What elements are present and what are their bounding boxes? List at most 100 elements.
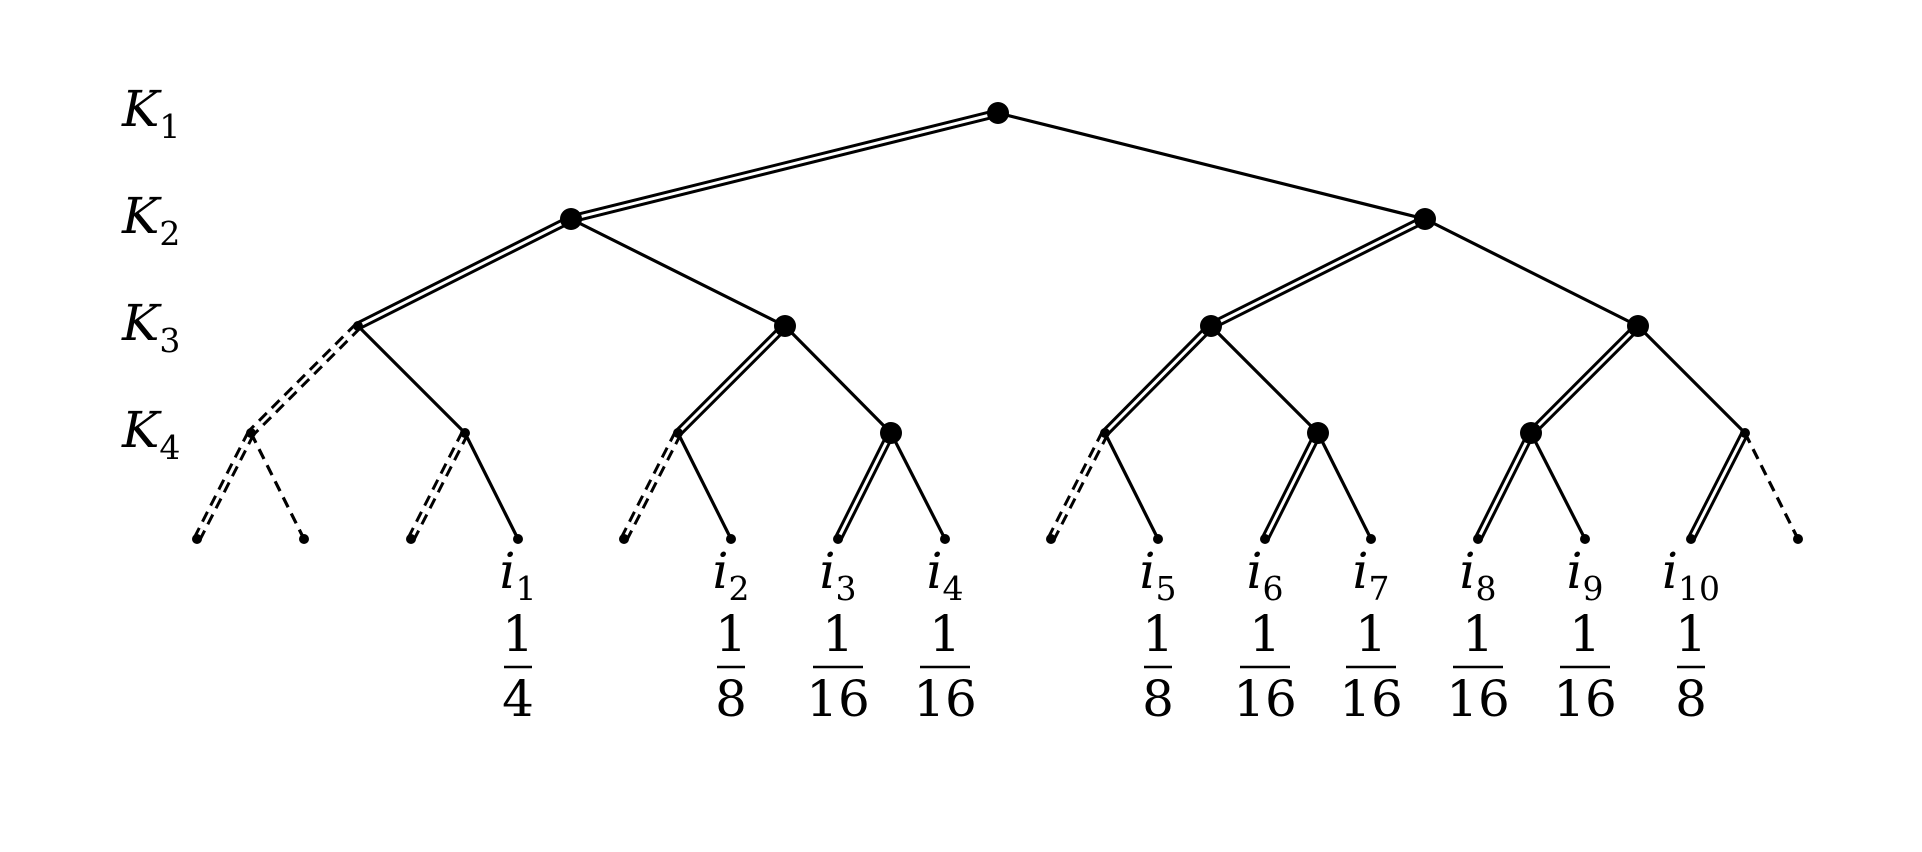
fraction-numerator: 1 bbox=[715, 605, 747, 663]
leaf-name: i5 bbox=[1140, 542, 1177, 608]
fraction-numerator: 1 bbox=[1355, 605, 1387, 663]
node-n10 bbox=[673, 428, 683, 438]
edge-n15-l15 bbox=[1686, 430, 1750, 542]
edge-n10-l6 bbox=[676, 432, 733, 540]
node-l5 bbox=[619, 534, 629, 544]
edge-n5-n11 bbox=[783, 324, 893, 435]
node-n8 bbox=[246, 428, 256, 438]
edge-n11-l7 bbox=[833, 430, 896, 542]
edge-n6-n13 bbox=[1209, 324, 1320, 435]
leaf-name: i8 bbox=[1460, 542, 1497, 608]
fraction-denominator: 8 bbox=[1142, 670, 1174, 728]
level-label-k1: K1 bbox=[121, 80, 180, 146]
node-l8 bbox=[940, 534, 950, 544]
leaf-label-l6: i21 8 bbox=[713, 542, 750, 728]
leaf-name: i1 bbox=[500, 542, 537, 608]
node-l7 bbox=[833, 534, 843, 544]
node-n5 bbox=[774, 315, 796, 337]
leaf-name: i3 bbox=[820, 542, 857, 608]
fraction-numerator: 1 bbox=[1569, 605, 1601, 663]
fraction-denominator: 8 bbox=[715, 670, 747, 728]
node-n12 bbox=[1100, 428, 1110, 438]
fraction-numerator: 1 bbox=[1142, 605, 1174, 663]
fraction-denominator: 16 bbox=[806, 670, 870, 728]
node-n3 bbox=[1414, 208, 1436, 230]
leaf-label-l10: i51 8 bbox=[1140, 542, 1177, 728]
node-n15 bbox=[1740, 428, 1750, 438]
node-l6 bbox=[726, 534, 736, 544]
leaf-label-l12: i71 16 bbox=[1339, 542, 1403, 728]
fraction-denominator: 16 bbox=[913, 670, 977, 728]
edge-n9-l3 bbox=[406, 430, 470, 542]
node-l4 bbox=[513, 534, 523, 544]
edge-n14-l13 bbox=[1473, 430, 1536, 542]
fraction-numerator: 1 bbox=[1675, 605, 1707, 663]
fraction-numerator: 1 bbox=[822, 605, 854, 663]
edge-n4-n8 bbox=[247, 322, 362, 437]
edge-n9-l4 bbox=[463, 432, 520, 540]
fraction-denominator: 16 bbox=[1233, 670, 1297, 728]
edge-n10-l5 bbox=[619, 430, 683, 542]
fraction-numerator: 1 bbox=[502, 605, 534, 663]
fraction-numerator: 1 bbox=[1249, 605, 1281, 663]
edge-n8-l1 bbox=[192, 430, 256, 542]
level-labels: K1 K2 K3 K4 bbox=[121, 80, 180, 467]
node-l10 bbox=[1153, 534, 1163, 544]
node-n7 bbox=[1627, 315, 1649, 337]
edge-n15-l16 bbox=[1743, 432, 1800, 540]
node-n4 bbox=[353, 321, 363, 331]
edge-n3-n7 bbox=[1424, 217, 1639, 328]
edge-n12-l9 bbox=[1046, 430, 1110, 542]
tree-nodes bbox=[192, 102, 1803, 544]
fraction-denominator: 16 bbox=[1446, 670, 1510, 728]
level-label-k3: K3 bbox=[121, 294, 180, 360]
leaf-label-l7: i31 16 bbox=[806, 542, 870, 728]
fraction-numerator: 1 bbox=[929, 605, 961, 663]
leaf-labels: i114i218i3116i4116i518i6116i7116i8116i91… bbox=[500, 542, 1721, 728]
leaf-name: i6 bbox=[1247, 542, 1284, 608]
node-l9 bbox=[1046, 534, 1056, 544]
node-l2 bbox=[299, 534, 309, 544]
edge-n2-n5 bbox=[570, 217, 786, 328]
edge-n2-n4 bbox=[355, 214, 574, 331]
node-n9 bbox=[460, 428, 470, 438]
edge-n3-n6 bbox=[1208, 214, 1428, 331]
edge-n1-n2 bbox=[569, 108, 1000, 224]
node-l15 bbox=[1686, 534, 1696, 544]
fraction-denominator: 4 bbox=[502, 670, 534, 728]
leaf-name: i9 bbox=[1567, 542, 1604, 608]
level-label-k4: K4 bbox=[121, 401, 180, 467]
leaf-name: i10 bbox=[1662, 542, 1720, 608]
edge-n11-l8 bbox=[889, 432, 947, 540]
leaf-name: i2 bbox=[713, 542, 750, 608]
leaf-label-l13: i81 16 bbox=[1446, 542, 1510, 728]
node-l11 bbox=[1260, 534, 1270, 544]
edge-n7-n14 bbox=[1527, 322, 1642, 437]
edge-n8-l2 bbox=[249, 432, 306, 540]
tree-edges bbox=[192, 108, 1800, 542]
leaf-label-l11: i61 16 bbox=[1233, 542, 1297, 728]
edge-n13-l12 bbox=[1316, 432, 1373, 540]
node-n1 bbox=[987, 102, 1009, 124]
edge-n4-n9 bbox=[356, 324, 467, 435]
node-n14 bbox=[1520, 422, 1542, 444]
leaf-name: i7 bbox=[1353, 542, 1390, 608]
fraction-denominator: 8 bbox=[1675, 670, 1707, 728]
level-label-k2: K2 bbox=[121, 187, 180, 253]
node-n6 bbox=[1200, 315, 1222, 337]
edge-n1-n3 bbox=[997, 111, 1426, 221]
node-l3 bbox=[406, 534, 416, 544]
edge-n12-l10 bbox=[1103, 432, 1160, 540]
node-n11 bbox=[880, 422, 902, 444]
node-n2 bbox=[560, 208, 582, 230]
edge-n6-n12 bbox=[1101, 322, 1215, 437]
fraction-numerator: 1 bbox=[1462, 605, 1494, 663]
edge-n14-l14 bbox=[1529, 432, 1587, 540]
node-l12 bbox=[1366, 534, 1376, 544]
edge-n7-n15 bbox=[1636, 324, 1747, 435]
fraction-denominator: 16 bbox=[1339, 670, 1403, 728]
fraction-denominator: 16 bbox=[1553, 670, 1617, 728]
leaf-label-l4: i11 4 bbox=[500, 542, 537, 728]
